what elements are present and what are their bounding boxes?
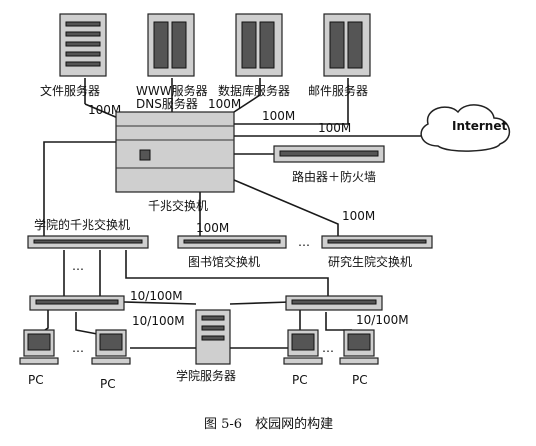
- left-access-switch-icon: [29, 295, 125, 311]
- link-label-internet: 100M: [318, 121, 351, 135]
- core-switch-icon: [115, 111, 235, 193]
- core-switch-label: 千兆交换机: [148, 198, 208, 213]
- database-server-icon: [235, 13, 283, 77]
- library-switch-label: 图书馆交换机: [188, 254, 260, 269]
- file-server-icon: [59, 13, 107, 77]
- college-switch-label: 学院的千兆交换机: [34, 217, 130, 232]
- link-label-right-pc: 10/100M: [356, 313, 409, 327]
- link-label-file: 100M: [88, 103, 121, 117]
- router-firewall-icon: [273, 145, 385, 163]
- internet-label: Internet: [452, 119, 507, 133]
- dns-server-label: DNS服务器: [136, 96, 198, 111]
- file-server-label: 文件服务器: [40, 83, 100, 98]
- college-server-label: 学院服务器: [176, 368, 236, 383]
- ellipsis-middle: …: [298, 235, 310, 249]
- link-label-library: 100M: [196, 221, 229, 235]
- ellipsis-college: …: [72, 259, 84, 273]
- www-server-icon: [147, 13, 195, 77]
- link-label-grad: 100M: [342, 209, 375, 223]
- router-label: 路由器＋防火墙: [292, 169, 376, 184]
- grad-switch-label: 研究生院交换机: [328, 254, 412, 269]
- library-switch-icon: [177, 235, 287, 249]
- pc-icon-2: [91, 329, 131, 365]
- ellipsis-left-pcs: …: [72, 341, 84, 355]
- pc-icon-3: [283, 329, 323, 365]
- link-label-www: 100M: [208, 97, 241, 111]
- database-server-label: 数据库服务器: [218, 83, 290, 98]
- college-switch-icon: [27, 235, 149, 249]
- grad-switch-icon: [321, 235, 433, 249]
- pc-label-1: PC: [28, 373, 44, 387]
- pc-label-3: PC: [292, 373, 308, 387]
- connection-lines: [35, 78, 449, 349]
- right-access-switch-icon: [285, 295, 383, 311]
- figure-caption: 图 5-6 校园网的构建: [204, 416, 333, 432]
- link-label-left-switch: 10/100M: [130, 289, 183, 303]
- pc-icon-1: [19, 329, 59, 365]
- internet-cloud-icon: [420, 104, 511, 152]
- link-label-server: 10/100M: [132, 314, 185, 328]
- pc-label-4: PC: [352, 373, 368, 387]
- mail-server-icon: [323, 13, 371, 77]
- www-server-line: WWW服务器: [136, 83, 208, 98]
- mail-server-label: 邮件服务器: [308, 83, 368, 98]
- link-label-db: 100M: [262, 109, 295, 123]
- pc-label-2: PC: [100, 377, 116, 391]
- pc-icon-4: [339, 329, 379, 365]
- www-server-label: WWW服务器: [136, 83, 208, 98]
- college-server-icon: [195, 309, 231, 365]
- ellipsis-right-pcs: …: [322, 341, 334, 355]
